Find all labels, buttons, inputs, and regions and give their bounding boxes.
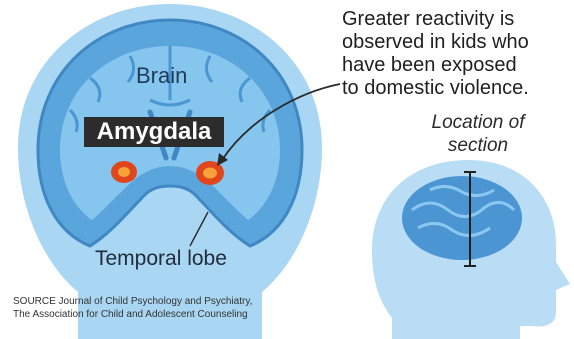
coronal-head [18, 4, 322, 339]
amygdala-right [196, 161, 224, 185]
source-line: The Association for Child and Adolescent… [13, 308, 252, 321]
location-line: Location of [412, 111, 544, 134]
location-line: section [412, 134, 544, 157]
source-line: SOURCE Journal of Child Psychology and P… [13, 295, 252, 308]
annotation-line: Greater reactivity is [342, 8, 529, 31]
temporal-lobe-label: Temporal lobe [95, 247, 227, 271]
annotation-line: to domestic violence. [342, 77, 529, 100]
annotation-line: have been exposed [342, 54, 529, 77]
brain-label: Brain [136, 63, 187, 89]
profile-brain [402, 176, 522, 260]
amygdala-left [111, 161, 137, 183]
source-note: SOURCE Journal of Child Psychology and P… [13, 295, 252, 321]
reactivity-annotation: Greater reactivity is observed in kids w… [342, 8, 529, 100]
amygdala-label: Amygdala [84, 117, 224, 147]
annotation-line: observed in kids who [342, 31, 529, 54]
location-of-section-label: Location of section [412, 111, 544, 157]
amygdala-right-inner [203, 168, 217, 179]
amygdala-left-inner [118, 167, 130, 177]
profile-head [372, 160, 570, 339]
